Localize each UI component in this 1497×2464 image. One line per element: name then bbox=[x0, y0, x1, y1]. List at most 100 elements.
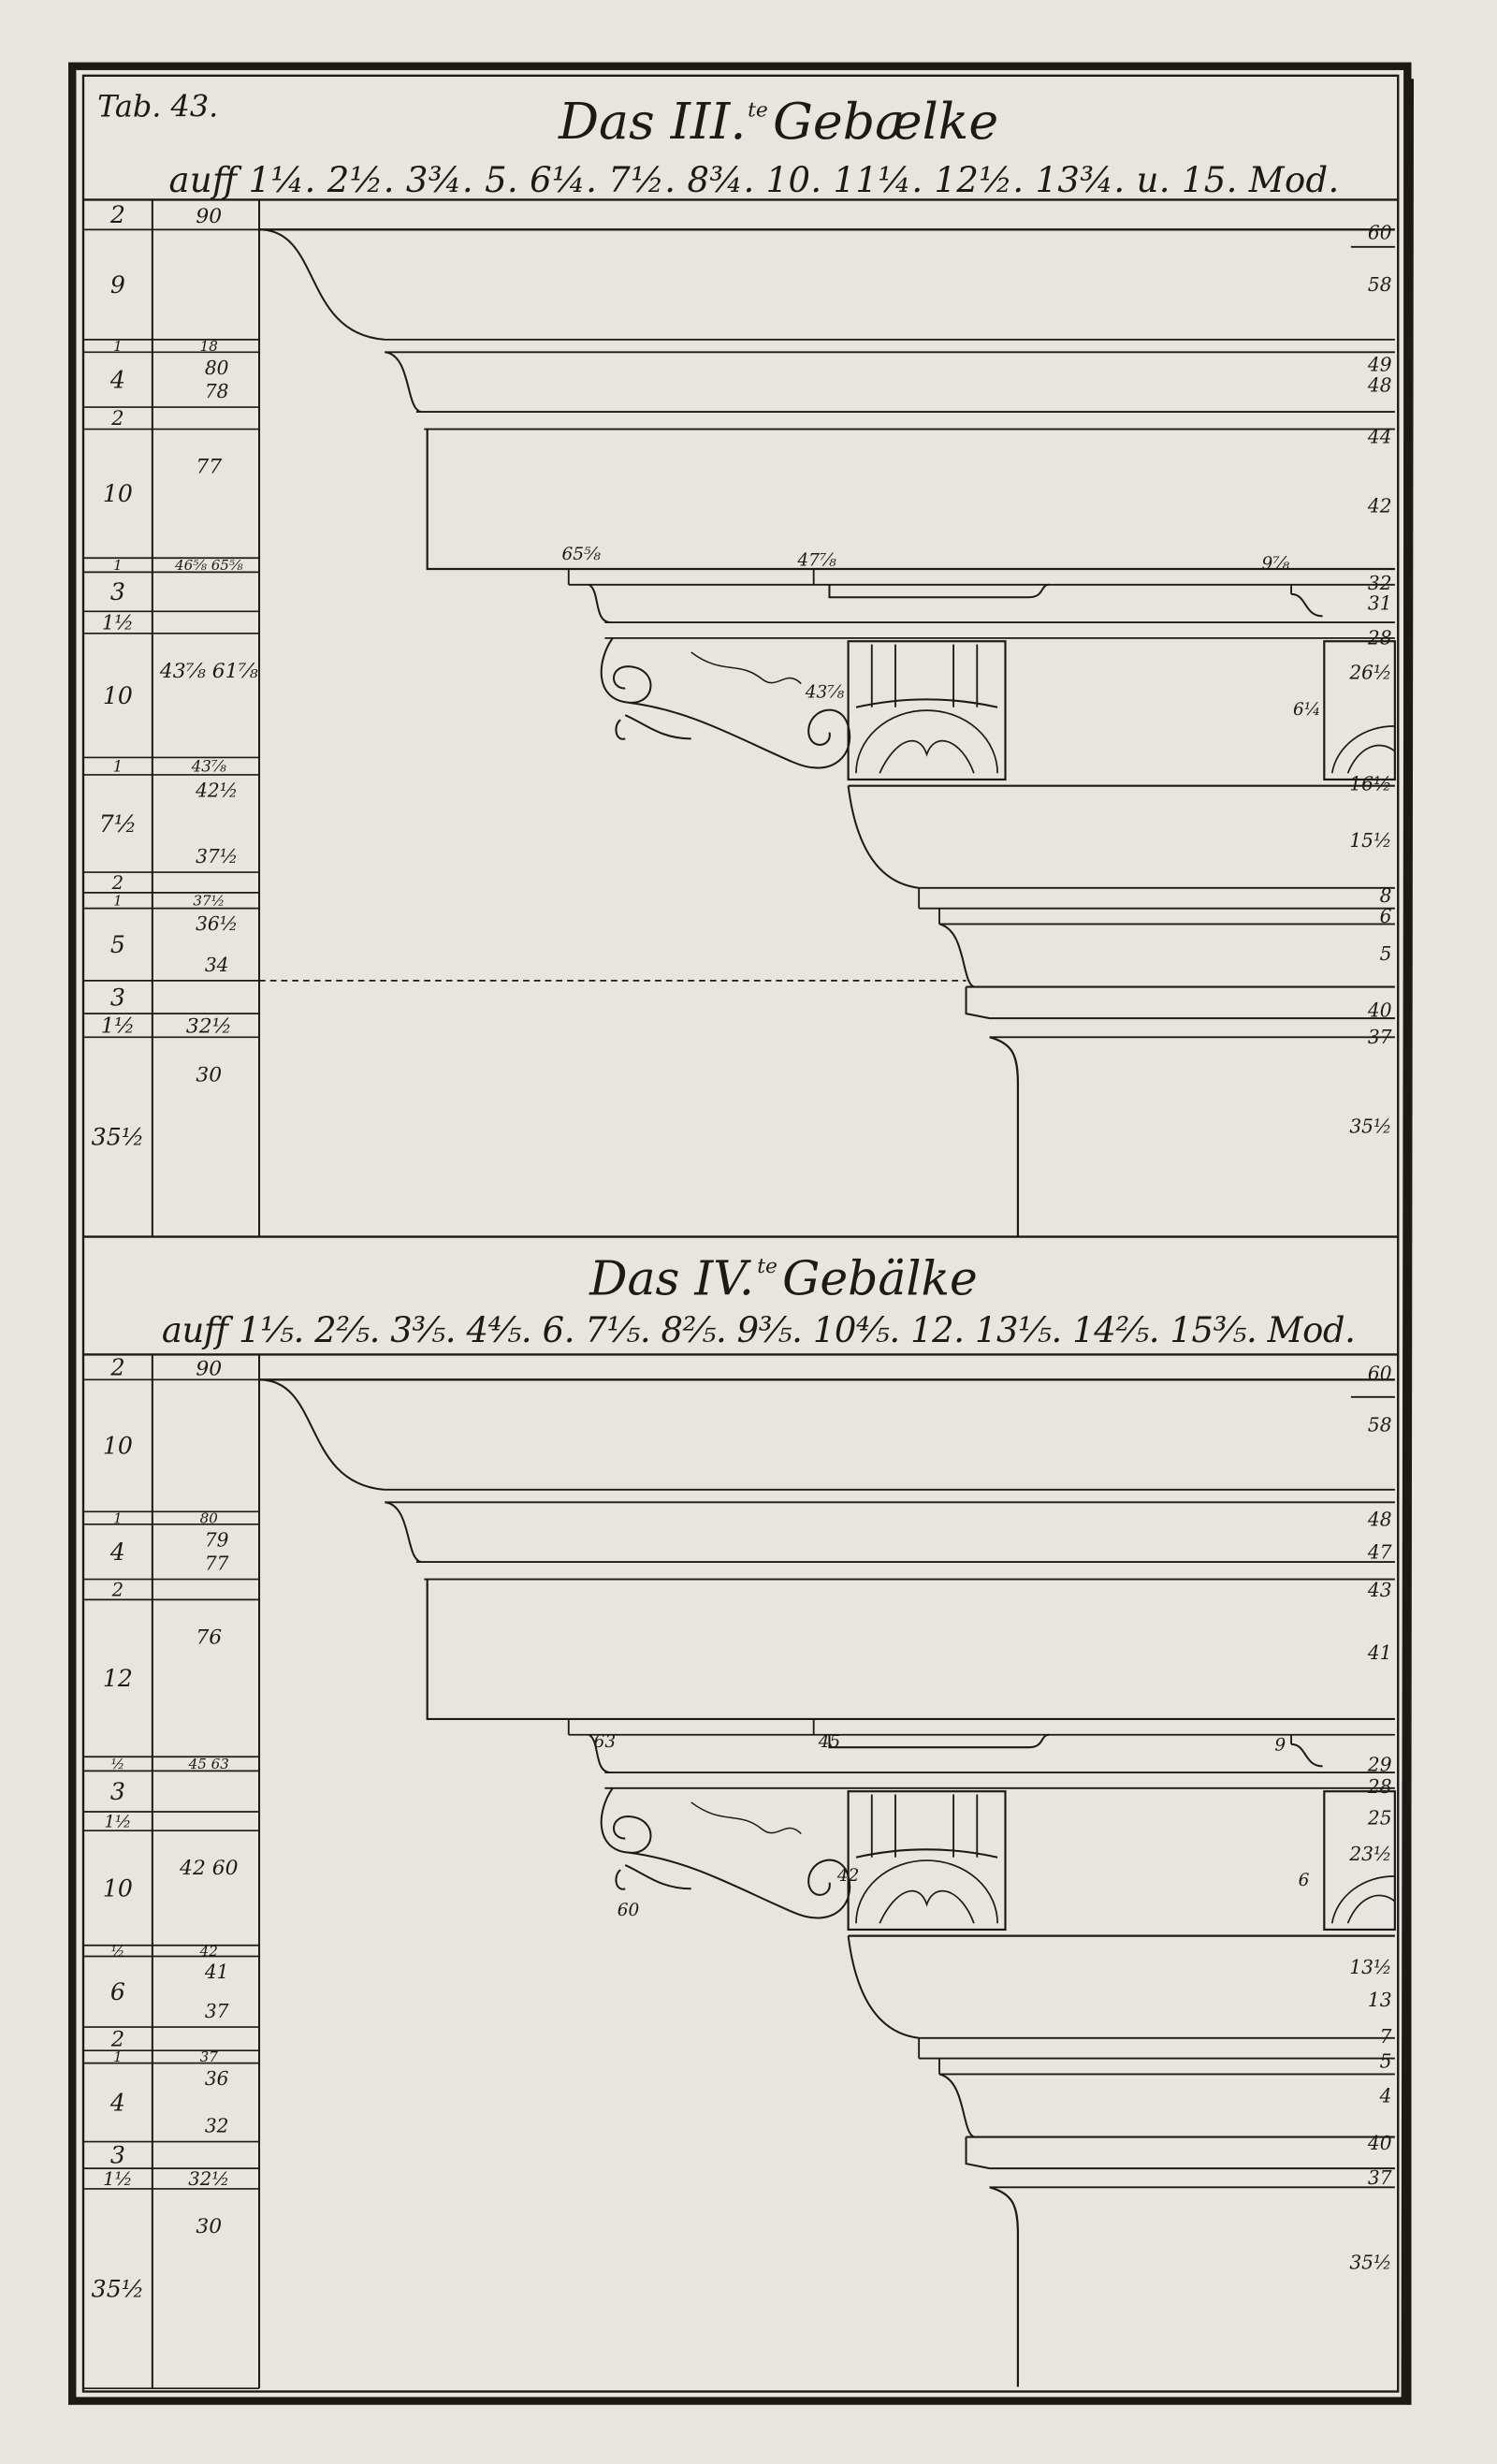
cavetto-curve bbox=[847, 1935, 920, 2039]
modillion-block bbox=[847, 1790, 1007, 1932]
modillion-band bbox=[855, 698, 998, 708]
row-module-value: 3 bbox=[110, 578, 125, 605]
acanthus-rosette-icon bbox=[855, 1859, 998, 1924]
row-part-value: 37½ bbox=[196, 845, 238, 868]
right-dimension-label: 8 bbox=[1380, 884, 1392, 907]
row-part-value: 42½ bbox=[195, 779, 238, 801]
inner-dimension-label: 45 bbox=[818, 1732, 840, 1752]
right-dimension-label: 41 bbox=[1367, 1641, 1392, 1664]
row-part-value: 36 bbox=[205, 2067, 229, 2090]
cyma-recta-curve bbox=[259, 1378, 385, 1491]
row-part-value: 32 bbox=[205, 2115, 229, 2137]
modillion-block bbox=[847, 640, 1007, 781]
row-module-value: ½ bbox=[111, 1943, 125, 1960]
inner-frame bbox=[81, 74, 1400, 2393]
row-module-value: 1½ bbox=[103, 2168, 133, 2190]
right-dimension-label: 5 bbox=[1380, 2050, 1392, 2073]
row-module-value: 2 bbox=[110, 2028, 124, 2052]
corona-fascia bbox=[426, 1579, 1395, 1721]
cyma-recta-curve bbox=[259, 228, 385, 341]
row-module-value: 2 bbox=[109, 1354, 124, 1380]
inner-dimension-label: 43⅞ bbox=[805, 683, 844, 703]
row-module-value: 12 bbox=[103, 1665, 133, 1692]
row-part-value: 43⅞ bbox=[191, 758, 226, 776]
row-module-value: 4 bbox=[109, 367, 125, 394]
row-module-value: 4 bbox=[109, 1538, 125, 1566]
right-dimension-label: 15½ bbox=[1349, 829, 1391, 852]
ovolo-curve bbox=[938, 923, 975, 988]
row-part-value: 42 60 bbox=[179, 1857, 239, 1880]
row-part-value: 37 bbox=[205, 2000, 229, 2022]
modillion-cap bbox=[828, 1733, 1050, 1749]
inner-dimension-label: 9⅞ bbox=[1261, 554, 1289, 574]
inner-dimension-label: 42 bbox=[836, 1866, 859, 1886]
entablature-profile bbox=[259, 1378, 1396, 2387]
inner-dimension-label: 63 bbox=[594, 1732, 616, 1752]
modillion-block-right bbox=[1323, 640, 1396, 781]
row-module-value: 2 bbox=[110, 406, 124, 430]
right-dimension-label: 13 bbox=[1368, 1989, 1392, 2011]
row-module-value: 35½ bbox=[92, 1124, 144, 1151]
right-dimension-label: 35½ bbox=[1349, 2252, 1391, 2274]
right-dimension-label: 7 bbox=[1380, 2025, 1392, 2048]
right-dimension-label: 58 bbox=[1368, 1414, 1392, 1436]
row-part-value: 77 bbox=[196, 456, 222, 479]
inner-dimension-label: 6 bbox=[1299, 1871, 1310, 1890]
row-part-value: 32½ bbox=[188, 2168, 229, 2190]
row-module-value: 10 bbox=[103, 682, 133, 709]
ovolo-curve bbox=[385, 351, 422, 414]
right-dimension-label: 28 bbox=[1367, 1775, 1392, 1798]
inner-dimension-label: 60 bbox=[618, 1901, 640, 1920]
modillion-block-right bbox=[1323, 1790, 1396, 1932]
right-dimension-label: 43 bbox=[1367, 1579, 1392, 1601]
right-frame-shadow bbox=[1401, 79, 1415, 2401]
inner-dimension-label: 65⅝ bbox=[562, 545, 601, 564]
modillion-cap-right bbox=[1290, 1742, 1323, 1768]
modillion-cap bbox=[828, 583, 1050, 599]
row-module-value: 10 bbox=[103, 480, 133, 507]
architrave-fillet bbox=[965, 986, 1395, 1020]
section-2-title-sup: te bbox=[757, 1255, 778, 1278]
row-part-value: 80 bbox=[205, 357, 229, 379]
ovolo-curve bbox=[385, 1501, 422, 1564]
row-part-value: 90 bbox=[196, 205, 222, 228]
row-part-value: 76 bbox=[196, 1626, 222, 1649]
modillion-band bbox=[855, 1848, 998, 1859]
row-module-value: ½ bbox=[111, 1756, 125, 1772]
right-dimension-label: 29 bbox=[1367, 1753, 1392, 1775]
row-module-value: 35½ bbox=[92, 2275, 144, 2302]
section-1-title-rest: Gebælke bbox=[773, 92, 998, 151]
corona-fascia bbox=[426, 429, 1395, 571]
row-part-value: 90 bbox=[196, 1357, 222, 1380]
right-dimension-label: 13½ bbox=[1349, 1956, 1391, 1978]
row-part-value: 77 bbox=[205, 1552, 229, 1574]
row-module-value: 10 bbox=[103, 1433, 133, 1460]
row-module-value: 5 bbox=[110, 931, 125, 958]
row-module-value: 3 bbox=[110, 2142, 125, 2169]
row-part-value: 43⅞ 61⅞ bbox=[159, 660, 259, 683]
row-module-value: 1½ bbox=[101, 1014, 135, 1039]
right-dimension-label: 5 bbox=[1380, 942, 1392, 965]
right-dimension-label: 32 bbox=[1368, 572, 1392, 594]
row-module-value: 1 bbox=[113, 338, 123, 355]
entablature-profiles bbox=[259, 228, 1396, 2387]
right-dimension-label: 40 bbox=[1367, 2132, 1392, 2154]
right-dimension-label: 49 bbox=[1367, 353, 1392, 375]
entablature-profile bbox=[259, 228, 1396, 1237]
architrave-face bbox=[989, 2186, 1020, 2387]
row-module-value: 7½ bbox=[99, 810, 137, 838]
row-module-value: 3 bbox=[110, 1778, 125, 1805]
architrave-face bbox=[989, 1036, 1020, 1237]
row-module-value: 2 bbox=[109, 201, 125, 228]
right-dimension-label: 28 bbox=[1367, 627, 1392, 649]
right-dimension-label: 31 bbox=[1368, 592, 1392, 615]
section-1-subtitle: auff 1¼. 2½. 3¾. 5. 6¼. 7½. 8¾. 10. 11¼.… bbox=[168, 160, 1339, 200]
acanthus-rosette-icon bbox=[1330, 1875, 1396, 1924]
row-part-value: 18 bbox=[200, 338, 219, 355]
console-scroll-icon bbox=[615, 714, 691, 740]
row-part-value: 80 bbox=[200, 1509, 219, 1526]
row-part-value: 37 bbox=[200, 2048, 219, 2065]
row-module-value: 2 bbox=[111, 872, 124, 894]
